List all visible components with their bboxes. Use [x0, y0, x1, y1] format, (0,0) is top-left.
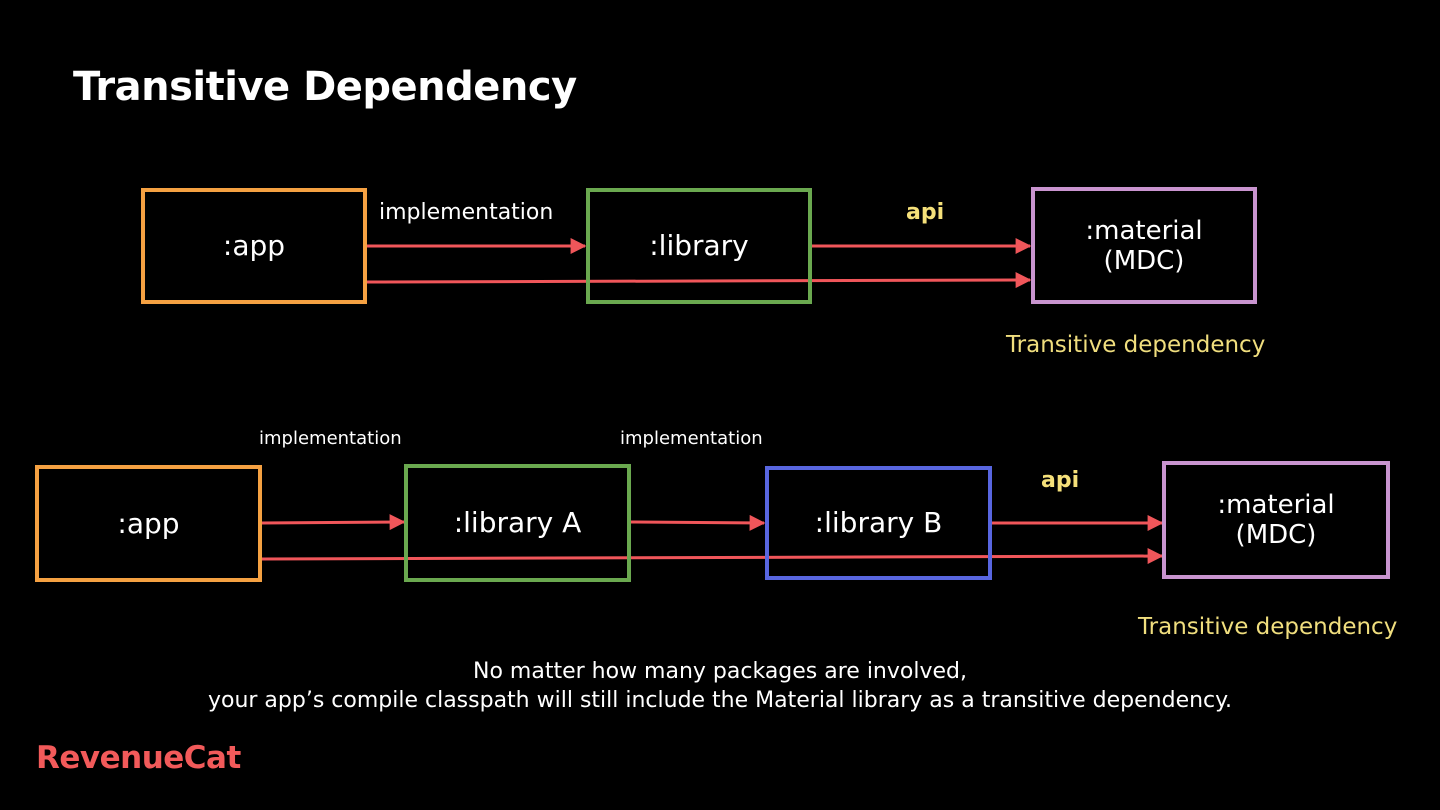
material-box: :material (MDC): [1031, 187, 1257, 304]
app-box: :app: [141, 188, 367, 304]
app-box-2: :app: [35, 465, 262, 582]
api-label-2: api: [1041, 468, 1080, 493]
implementation-label: implementation: [379, 200, 554, 225]
app-box-label: :app: [222, 229, 286, 262]
revenuecat-logo: RevenueCat: [36, 740, 241, 776]
material-box-label: :material (MDC): [1085, 215, 1203, 276]
transitive-dependency-note: Transitive dependency: [1006, 332, 1266, 358]
library-b-box: :library B: [765, 466, 992, 580]
caption: No matter how many packages are involved…: [0, 657, 1440, 715]
api-label: api: [906, 200, 945, 225]
arrow-app-to-material: [365, 272, 1032, 289]
implementation-label-2: implementation: [620, 428, 763, 449]
library-b-box-label: :library B: [814, 506, 943, 539]
arrow-app-to-material-2: [260, 548, 1164, 565]
arrow-library-a-to-library-b: [629, 514, 766, 531]
library-a-box-label: :library A: [453, 506, 582, 539]
logo-wordmark: RevenueCat: [36, 740, 241, 776]
app-box-2-label: :app: [117, 506, 180, 540]
arrow-app-to-library-a: [260, 514, 406, 531]
implementation-label-1: implementation: [259, 428, 402, 449]
caption-line-2: your app’s compile classpath will still …: [207, 688, 1233, 713]
caption-line-1: No matter how many packages are involved…: [473, 659, 967, 684]
material-box-2: :material (MDC): [1162, 461, 1390, 579]
library-box-label: :library: [649, 229, 749, 262]
library-a-box: :library A: [404, 464, 631, 582]
library-box: :library: [586, 188, 812, 304]
transitive-dependency-note-2: Transitive dependency: [1138, 614, 1398, 640]
page-title: Transitive Dependency: [73, 64, 577, 110]
material-box-2-label: :material (MDC): [1217, 490, 1335, 550]
